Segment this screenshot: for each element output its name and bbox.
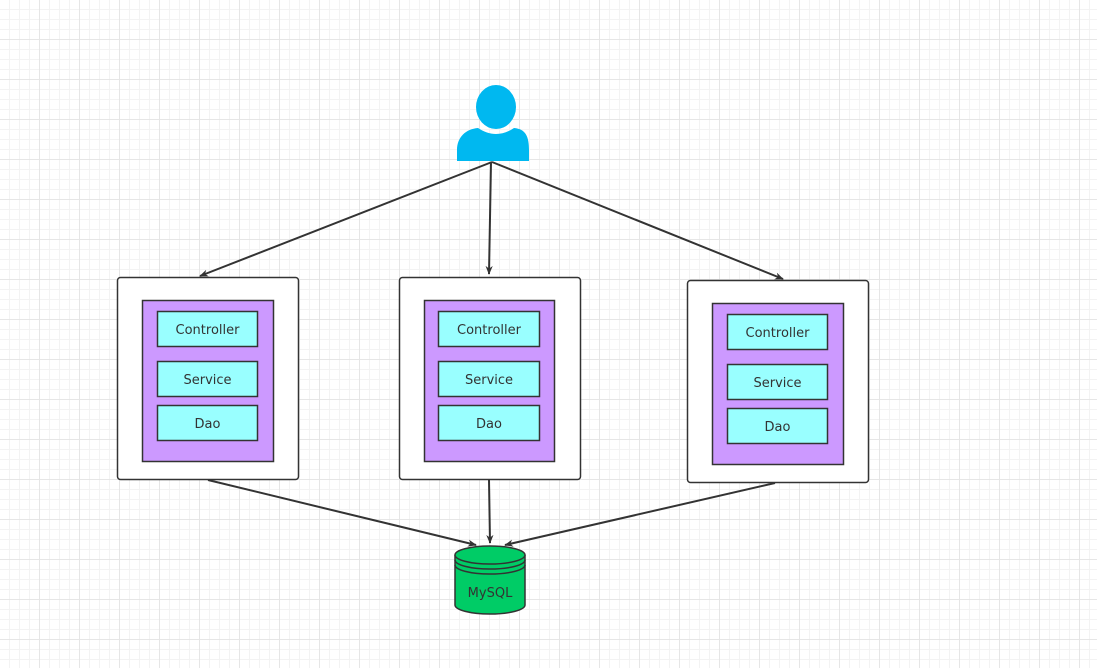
layer-controller[interactable]: Controller (156, 310, 259, 348)
layer-label: Dao (765, 420, 791, 435)
layer-label: Service (183, 373, 231, 388)
server-node-1[interactable]: Controller Service Dao (116, 276, 300, 481)
arrow-user-to-server-1 (199, 161, 493, 277)
arrow-server-1-to-db (207, 479, 477, 547)
database-label: MySQL (468, 586, 513, 601)
arrow-server-3-to-db (504, 482, 776, 547)
server-node-2[interactable]: Controller Service Dao (398, 276, 582, 481)
layer-dao[interactable]: Dao (726, 407, 829, 445)
arrow-server-2-to-db (486, 479, 494, 544)
layer-controller[interactable]: Controller (437, 310, 541, 348)
server-node-3[interactable]: Controller Service Dao (686, 279, 870, 484)
layer-service[interactable]: Service (437, 360, 541, 398)
layer-controller[interactable]: Controller (726, 313, 829, 351)
layer-label: Dao (476, 417, 502, 432)
layer-service[interactable]: Service (726, 363, 829, 401)
layer-label: Controller (457, 323, 522, 338)
arrow-user-to-server-3 (491, 161, 784, 280)
layer-service[interactable]: Service (156, 360, 259, 398)
mysql-database[interactable]: MySQL (454, 545, 526, 615)
layer-label: Controller (746, 326, 811, 341)
layer-label: Service (753, 376, 801, 391)
layer-label: Dao (195, 417, 221, 432)
layer-dao[interactable]: Dao (437, 404, 541, 442)
layer-label: Controller (176, 323, 241, 338)
arrow-user-to-server-2 (485, 161, 493, 275)
user-icon[interactable] (457, 85, 529, 161)
layer-label: Service (465, 373, 513, 388)
layer-dao[interactable]: Dao (156, 404, 259, 442)
